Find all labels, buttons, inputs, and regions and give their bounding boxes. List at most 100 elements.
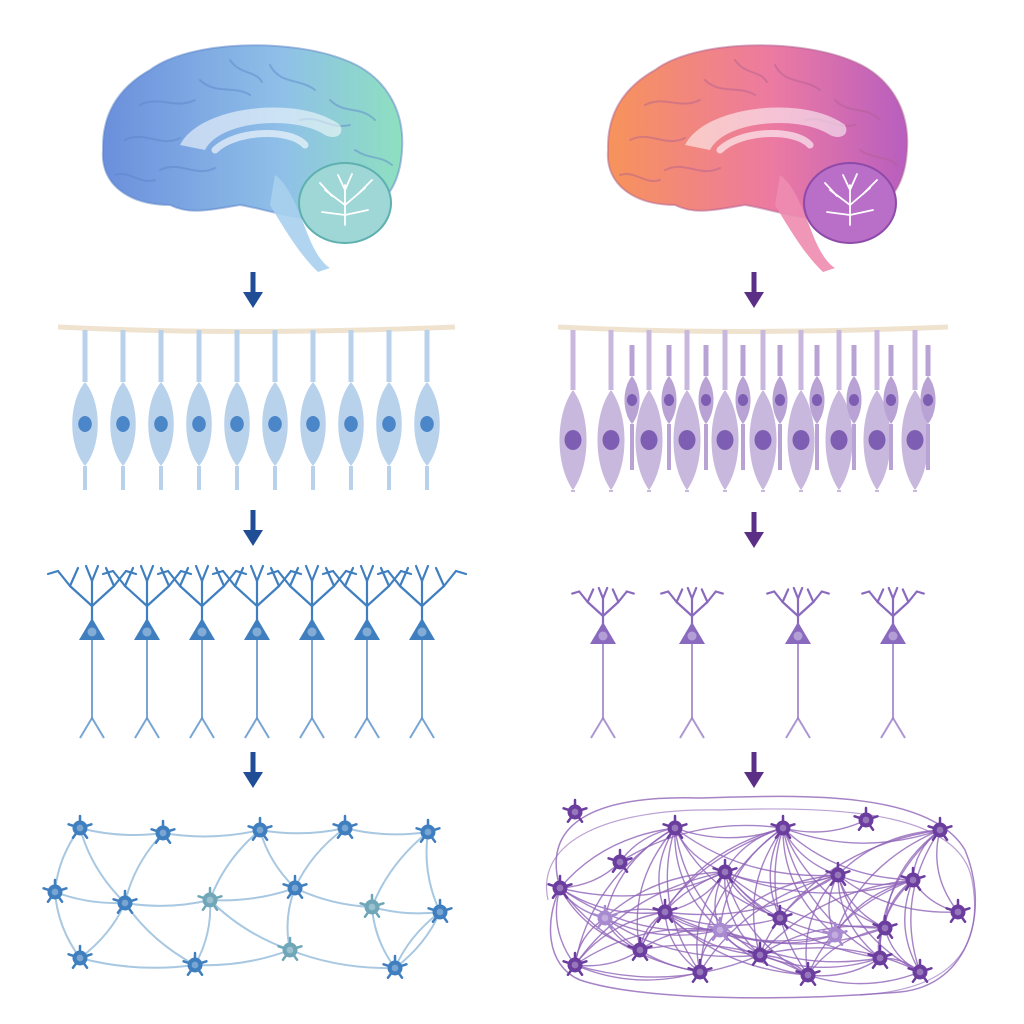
- neuron-icon: [46, 564, 138, 739]
- network-node-icon: [627, 936, 653, 961]
- dendrite: [876, 600, 895, 618]
- network-connection: [555, 887, 576, 966]
- network-node-icon: [795, 961, 821, 986]
- neuron-row-left: [46, 564, 468, 739]
- arrows-right: [744, 272, 764, 788]
- neural-network-left: [42, 814, 453, 979]
- dendrite: [310, 564, 320, 583]
- network-node-icon: [282, 874, 308, 899]
- network-node-icon: [712, 858, 738, 883]
- network-connection: [619, 824, 784, 863]
- network-connection: [769, 827, 784, 919]
- progenitor-cell-icon: [787, 330, 815, 492]
- network-connection: [54, 827, 81, 893]
- network-connection: [724, 871, 914, 894]
- network-connection: [604, 871, 726, 919]
- axon-terminal: [409, 717, 423, 739]
- nucleus: [344, 416, 358, 432]
- network-node-icon: [332, 814, 358, 839]
- dendrite: [359, 564, 369, 583]
- dendrite: [806, 588, 815, 604]
- network-node-icon: [872, 914, 898, 939]
- progenitor-cell-icon: [920, 345, 936, 470]
- network-connection: [724, 871, 881, 959]
- network-connection: [724, 871, 809, 976]
- brain-illustration-left: [101, 44, 404, 272]
- neuron-icon: [156, 564, 248, 739]
- network-node-icon: [67, 944, 93, 969]
- axon-terminal: [146, 717, 160, 739]
- neuron-icon: [321, 564, 413, 739]
- dendrite: [288, 584, 314, 608]
- dendrite: [796, 586, 804, 600]
- network-node-icon: [415, 818, 441, 843]
- progenitor-cell-icon: [338, 330, 364, 490]
- dendrite: [101, 569, 115, 576]
- dendrite: [781, 588, 790, 604]
- dendrite: [123, 566, 135, 588]
- network-node-icon: [67, 814, 93, 839]
- arbor-vitae: [849, 173, 858, 191]
- neuron-icon: [376, 564, 468, 739]
- dendrite: [178, 584, 204, 608]
- network-connection: [124, 902, 196, 966]
- nucleus: [792, 430, 810, 450]
- nucleus: [192, 416, 206, 432]
- progenitor-cell-icon: [635, 330, 663, 492]
- progenitor-cell-icon: [846, 345, 862, 470]
- progenitor-cell-icon: [863, 330, 891, 492]
- network-connection: [724, 871, 761, 956]
- network-connection: [54, 891, 81, 959]
- network-connection: [782, 819, 867, 833]
- dendrite: [861, 590, 871, 595]
- dendrite: [211, 569, 225, 576]
- dendrite: [156, 569, 170, 576]
- network-node-icon: [592, 904, 618, 929]
- neuron-icon: [266, 564, 358, 739]
- dendrite: [379, 566, 391, 588]
- dendrite: [571, 590, 581, 595]
- nucleus: [700, 394, 712, 406]
- dendrite: [123, 584, 149, 608]
- dendrite: [386, 569, 402, 588]
- sulcus: [199, 79, 251, 96]
- nucleus: [848, 394, 860, 406]
- network-connection: [910, 829, 941, 973]
- axon-terminal: [691, 717, 705, 739]
- apical-surface: [557, 324, 949, 335]
- nucleus: [716, 430, 734, 450]
- network-node-icon: [867, 944, 893, 969]
- network-connection: [724, 871, 886, 929]
- network-connection: [79, 827, 164, 836]
- sulcus: [734, 59, 768, 83]
- network-node-icon: [770, 814, 796, 839]
- nucleus: [811, 394, 823, 406]
- dendrite: [420, 564, 430, 583]
- network-node-icon: [382, 954, 408, 979]
- network-node-icon: [687, 958, 713, 983]
- corpus-callosum: [180, 107, 342, 150]
- dendrite: [700, 588, 709, 604]
- dendrite: [46, 569, 60, 576]
- dendrite: [104, 566, 116, 588]
- dendrite: [891, 586, 899, 600]
- dendrite: [414, 564, 424, 583]
- network-connection: [79, 827, 126, 904]
- dendrite: [586, 600, 605, 618]
- network-connection: [209, 887, 296, 902]
- nucleus: [640, 430, 658, 450]
- dendrite: [145, 564, 155, 583]
- dendrite: [686, 586, 694, 600]
- arrows-left: [243, 272, 263, 788]
- axon-terminal: [892, 717, 906, 739]
- dendrite: [714, 590, 724, 595]
- network-connection: [425, 831, 441, 913]
- network-connection: [604, 917, 761, 958]
- axon-terminal: [785, 717, 799, 739]
- neuron-icon: [101, 564, 193, 739]
- arbor-vitae: [824, 182, 838, 197]
- nucleus: [564, 430, 582, 450]
- network-connection: [574, 871, 726, 966]
- apical-surface: [57, 324, 456, 335]
- epithelium-row-left: [57, 324, 456, 490]
